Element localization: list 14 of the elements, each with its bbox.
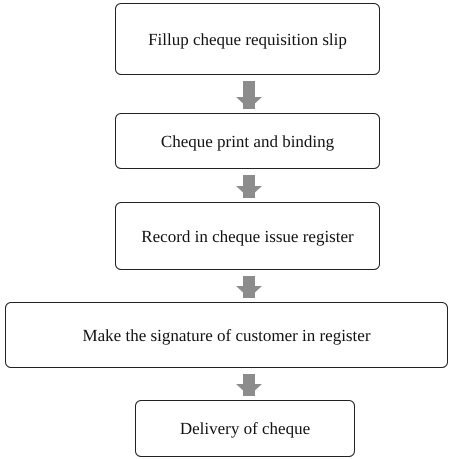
process-box — [115, 113, 380, 169]
arrow — [236, 81, 262, 109]
step-text: Cheque print and binding — [160, 130, 334, 152]
process-box — [135, 400, 355, 457]
arrow — [236, 276, 262, 298]
step-text: Delivery of cheque — [180, 418, 310, 439]
step-text: Fillup cheque requisition slip — [148, 28, 347, 50]
step-text: Make the signature of customer in register — [82, 324, 370, 346]
arrow — [236, 175, 262, 198]
process-box — [5, 302, 448, 368]
process-box — [115, 3, 380, 75]
step-text: Record in cheque issue register — [141, 226, 354, 246]
process-box — [115, 202, 380, 270]
arrow — [236, 374, 262, 396]
